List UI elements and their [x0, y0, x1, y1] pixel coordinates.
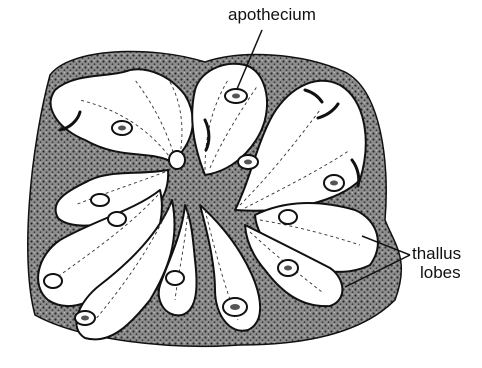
apothecium-disc — [166, 271, 184, 285]
apothecium-disc — [279, 210, 297, 224]
apothecium-disc — [108, 212, 126, 226]
apothecium-label: apothecium — [228, 5, 316, 24]
apothecium-disc — [91, 194, 109, 206]
thallus-lobes-label: thallus lobes — [412, 244, 482, 282]
thallus-label-line-2: lobes — [412, 263, 482, 282]
apothecium-disc — [44, 274, 62, 288]
thallus-label-line-1: thallus — [412, 244, 482, 263]
apothecium-disc — [169, 151, 185, 169]
